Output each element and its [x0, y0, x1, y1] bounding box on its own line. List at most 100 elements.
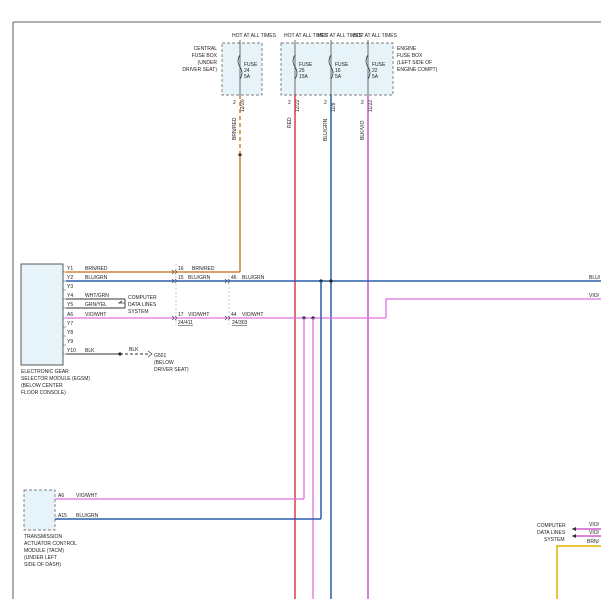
ground-location-1: (BELOW: [154, 360, 174, 366]
wire-red-label: RED: [287, 117, 293, 128]
fuse-24-rating: 5A: [244, 74, 251, 80]
engine-fuse-box-label-1: ENGINE: [397, 46, 417, 52]
egsm-pin-y9: Y9: [67, 339, 73, 345]
fuse-24-name: FUSE: [244, 62, 258, 68]
fuse-24-pin: 2: [233, 100, 236, 106]
fuse-24-number: 24: [244, 68, 250, 74]
wire-blk-vio-label: BLK/VIO: [360, 120, 366, 140]
right-edge-blu-label: BLU/: [589, 275, 601, 281]
tacm-module: TRANSMISSION ACTUATOR CONTROL MODULE (TA…: [23, 489, 321, 568]
br-yellow-wire: [556, 545, 601, 599]
egsm-pin-y2: Y2: [67, 275, 73, 281]
inline-17-wire: VIO/WHT: [188, 312, 209, 318]
inline-connector-symbols: [171, 269, 230, 321]
inline-44-pin: 44: [231, 312, 237, 318]
fuse-24-symbol: [237, 54, 243, 80]
egsm-pin-y5: Y5: [67, 302, 73, 308]
fuse-16-number: 16: [335, 68, 341, 74]
tacm-pin-a15: A15: [58, 513, 67, 519]
egsm-pin-y1: Y1: [67, 266, 73, 272]
inline-15-wire: BLU/GRN: [188, 275, 211, 281]
engine-fuse-box-outline: [280, 42, 394, 96]
fuse-22-symbol: [365, 54, 371, 80]
fuse-16-symbol: [328, 54, 334, 80]
br-wire-label-2: VIO/: [589, 530, 600, 536]
inline-17-pin: 17: [178, 312, 184, 318]
hot-label-1: HOT AT ALL TIMES: [232, 33, 277, 39]
central-fuse-box-outline: [221, 42, 263, 96]
wire-tacm-a15-label: BLU/GRN: [76, 513, 99, 519]
wire-y5-label: GRN/YEL: [85, 302, 107, 308]
tacm-label-5: SIDE OF DASH): [24, 562, 61, 568]
hot-label-4: HOT AT ALL TIMES: [353, 33, 398, 39]
br-wire-label-3: BRN/: [587, 539, 600, 545]
tacm-label-4: (UNDER LEFT: [24, 555, 57, 561]
bottom-right-data-lines: COMPUTER DATA LINES SYSTEM VIO/ VIO/ BRN…: [537, 522, 601, 599]
wire-y1-label: BRN/RED: [85, 266, 108, 272]
inline-15-pin: 15: [178, 275, 184, 281]
engine-fuse-box: HOT AT ALL TIMES HOT AT ALL TIMES HOT AT…: [280, 33, 438, 96]
central-fuse-box-label-2: FUSE BOX: [192, 53, 218, 59]
fuse-25-rating: 15A: [299, 74, 309, 80]
tacm-label-2: ACTUATOR CONTROL: [24, 541, 77, 547]
central-fuse-box-label-1: CENTRAL: [194, 46, 218, 52]
egsm-pin-y7: Y7: [67, 321, 73, 327]
br-label-3: SYSTEM: [544, 537, 565, 543]
egsm-module: ELECTRONIC GEAR SELECTOR MODULE (EGSM) (…: [20, 263, 90, 396]
inline-46-wire: BLU/GRN: [242, 275, 265, 281]
inline-16-pin: 16: [178, 266, 184, 272]
fuse-22-rating: 5A: [372, 74, 379, 80]
inline-46-pin: 46: [231, 275, 237, 281]
central-fuse-box: HOT AT ALL TIMES CENTRAL FUSE BOX (UNDER…: [182, 33, 277, 96]
egsm-label-4: FLOOR CONSOLE): [21, 390, 66, 396]
egsm-pin-stubs: [63, 271, 66, 355]
wire-tacm-a6-label: VIO/WHT: [76, 493, 97, 499]
wire-a6-label: VIO/WHT: [85, 312, 106, 318]
egsm-pin-a6: A6: [67, 312, 73, 318]
hot-label-2: HOT AT ALL TIMES: [284, 33, 329, 39]
fuse-22-connector: 11/22: [368, 100, 374, 112]
inline-44-ref: 24/303: [232, 320, 248, 326]
fuse-25-number: 25: [299, 68, 305, 74]
br-arrows: [572, 527, 576, 538]
egsm-wires: BRN/RED 16 BRN/RED BLU/GRN 15 BLU/GRN 46…: [66, 264, 601, 373]
inline-44-wire: VIO/WHT: [242, 312, 263, 318]
tacm-label-3: MODULE (TACM): [24, 548, 64, 554]
ground-name: G501: [154, 353, 166, 359]
inline-16-wire: BRN/RED: [192, 266, 215, 272]
computer-data-lines-2: DATA LINES: [128, 302, 157, 308]
engine-fuse-box-label-3: (LEFT SIDE OF: [397, 60, 432, 66]
wire-y10-label: BLK: [85, 348, 95, 354]
right-edge-vio-label: VIO/: [589, 293, 600, 299]
ground-location-2: DRIVER SEAT): [154, 367, 189, 373]
fuse-16-pin: 2: [324, 100, 327, 106]
engine-fuse-box-label-2: FUSE BOX: [397, 53, 423, 59]
computer-data-lines-1: COMPUTER: [128, 295, 157, 301]
central-fuse-box-label-4: DRIVER SEAT): [182, 67, 217, 73]
wire-y4-label: WHT/GRN: [85, 293, 109, 299]
computer-data-lines-3: SYSTEM: [128, 309, 149, 315]
egsm-label-2: SELECTOR MODULE (EGSM): [21, 376, 90, 382]
egsm-pin-y10: Y10: [67, 348, 76, 354]
wire-y2-label: BLU/GRN: [85, 275, 108, 281]
egsm-label-1: ELECTRONIC GEAR: [21, 369, 69, 375]
hot-label-3: HOT AT ALL TIMES: [318, 33, 363, 39]
engine-fuse-box-label-4: ENGINE COMPT): [397, 67, 438, 73]
central-fuse-box-label-3: (UNDER: [198, 60, 218, 66]
br-label-1: COMPUTER: [537, 523, 566, 529]
br-label-2: DATA LINES: [537, 530, 566, 536]
fuse-16-rating: 5A: [335, 74, 342, 80]
fuse-25-connector: 12/22: [295, 99, 301, 112]
fuse-22-number: 22: [372, 68, 378, 74]
wire-brn-red-label: BRN/RED: [232, 117, 238, 140]
wire-vio-wht-to-right: [385, 298, 601, 318]
fuse-22-pin: 2: [361, 100, 364, 106]
fuse-25-symbol: [292, 54, 298, 80]
fuse-16-name: FUSE: [335, 62, 349, 68]
fuse-25-name: FUSE: [299, 62, 313, 68]
ground-wire-label: BLK: [129, 347, 139, 353]
fuse-wires: BRN/RED RED BLU/GRN BLK/VIO: [232, 95, 369, 599]
br-wire-label-1: VIO/: [589, 522, 600, 528]
fuse-22-name: FUSE: [372, 62, 386, 68]
